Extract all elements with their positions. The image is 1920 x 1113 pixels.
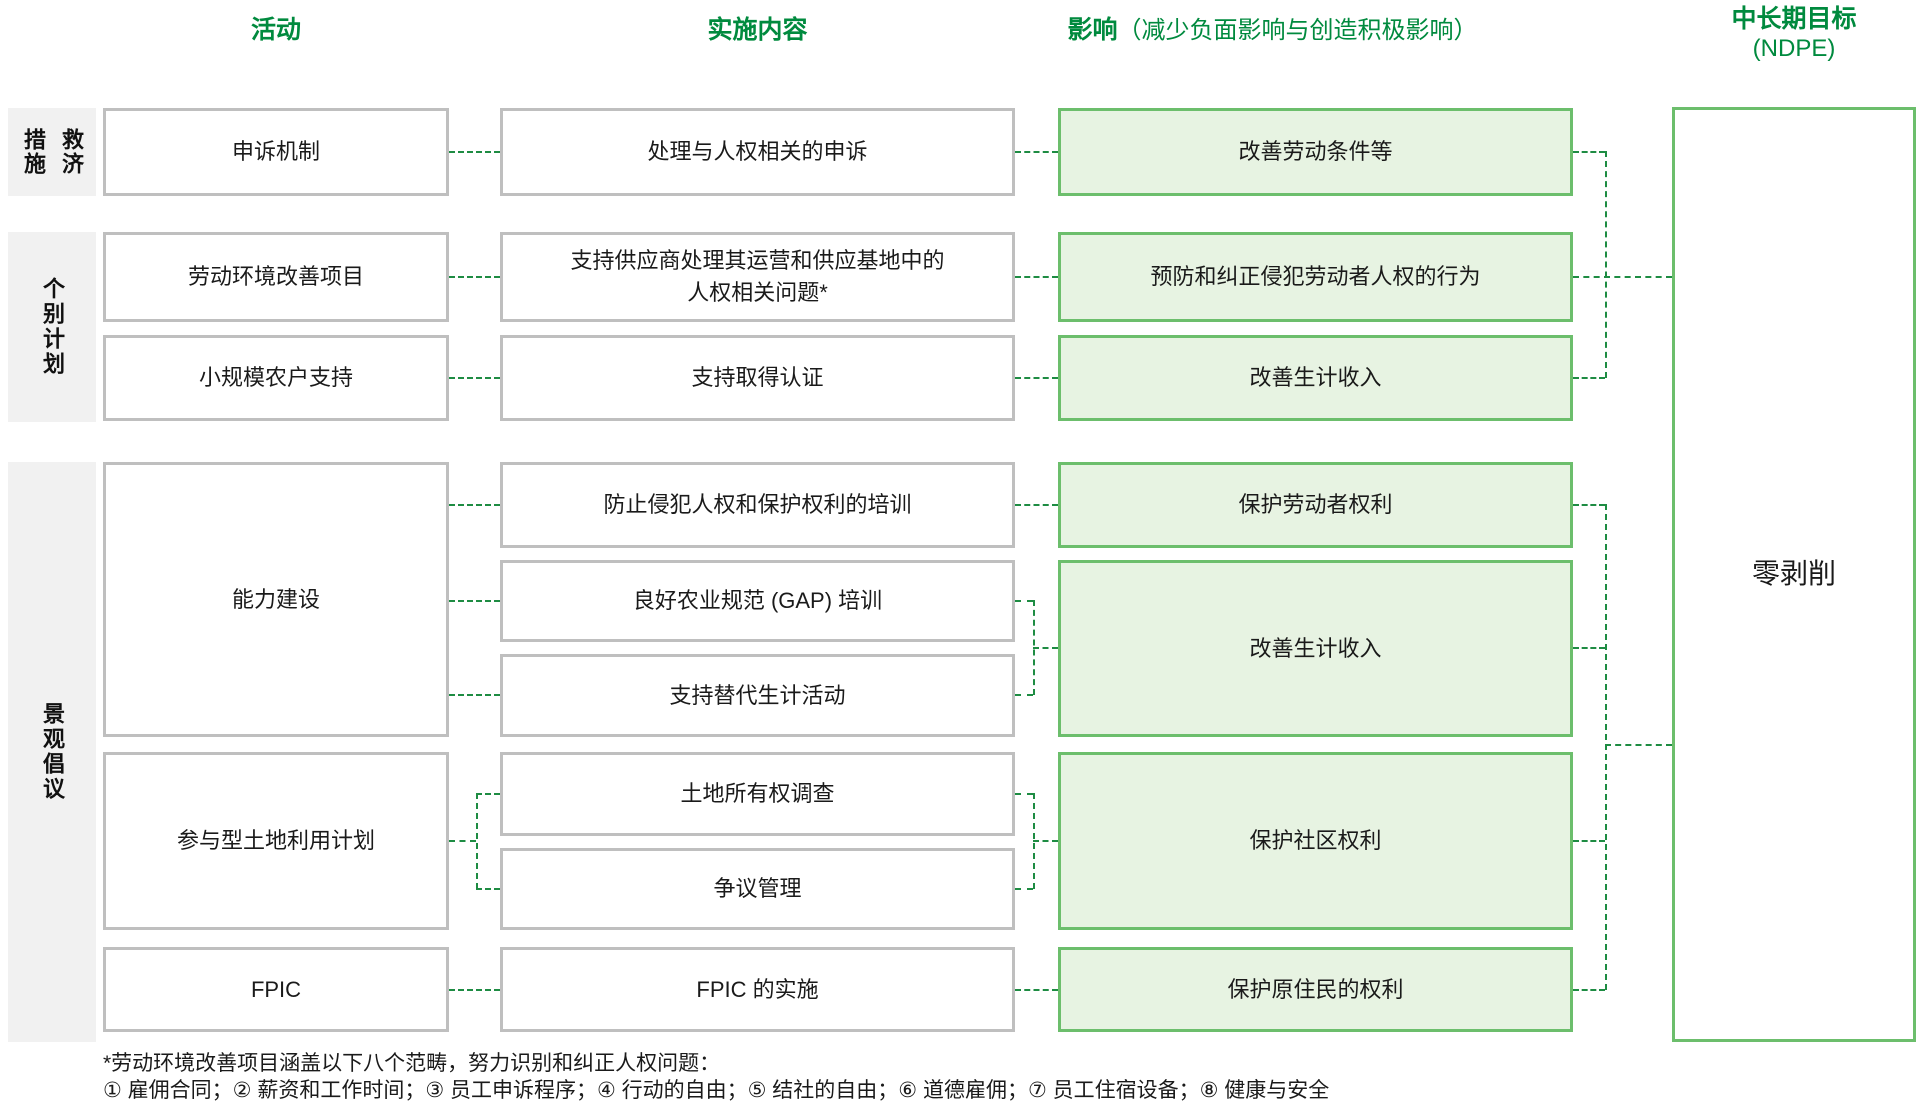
- impl-box-certification-support: 支持取得认证: [500, 335, 1015, 421]
- activity-box-labor-environment-project: 劳动环境改善项目: [103, 232, 449, 322]
- header-goal-title: 中长期目标: [1731, 5, 1857, 33]
- header-implementation: 实施内容: [707, 16, 808, 44]
- rail-individual-plans: 个别计划: [8, 232, 96, 422]
- impact-box-prevent-correct-violations: 预防和纠正侵犯劳动者人权的行为: [1058, 232, 1573, 322]
- rail-remedy-left: 措施: [21, 128, 46, 176]
- connector-bottom-group-bracket: [1605, 504, 1607, 990]
- rail-landscape-initiatives: 景观倡议: [8, 462, 96, 1042]
- rail-landscape-label: 景观倡议: [40, 702, 65, 802]
- connector-c6-stub: [1573, 840, 1605, 842]
- connector-bracket-b8: [476, 888, 500, 890]
- connector-top-group-bracket: [1605, 151, 1607, 378]
- impact-box-improve-labor-conditions: 改善劳动条件等: [1058, 108, 1573, 196]
- impl-box-fpic-implementation: FPIC 的实施: [500, 947, 1015, 1032]
- connector-b2-c2: [1015, 276, 1058, 278]
- activity-box-capacity-building: 能力建设: [103, 462, 449, 737]
- rail-remedy-right: 救济: [59, 128, 84, 176]
- footnote-line1: *劳动环境改善项目涵盖以下八个范畴，努力识别和纠正人权问题：: [103, 1052, 721, 1075]
- header-impact: 影响（减少负面影响与创造积极影响）: [1015, 14, 1530, 47]
- connector-b1-c1: [1015, 151, 1058, 153]
- connector-c5-stub: [1573, 647, 1605, 649]
- impl-box-handle-grievances: 处理与人权相关的申诉: [500, 108, 1015, 196]
- header-impact-main: 影响: [1067, 16, 1118, 44]
- header-impact-paren: （减少负面影响与创造积极影响）: [1117, 17, 1478, 44]
- footnote: *劳动环境改善项目涵盖以下八个范畴，努力识别和纠正人权问题： ① 雇佣合同；② …: [103, 1050, 1329, 1104]
- connector-a4-b6: [449, 694, 500, 696]
- rail-remedy-measures: 措施救济: [8, 108, 96, 196]
- connector-c1-stub: [1573, 151, 1605, 153]
- header-activities: 活动: [250, 16, 301, 44]
- connector-a1-b1: [449, 151, 500, 153]
- connector-b8-stub: [1015, 888, 1033, 890]
- impl-box-rights-training: 防止侵犯人权和保护权利的培训: [500, 462, 1015, 548]
- impl-box-gap-training: 良好农业规范 (GAP) 培训: [500, 560, 1015, 642]
- connector-a3-b3: [449, 377, 500, 379]
- connector-c2-goal: [1573, 276, 1672, 278]
- connector-c7-stub: [1573, 989, 1605, 991]
- impact-box-improve-livelihood-2: 改善生计收入: [1058, 560, 1573, 737]
- impl-box-alternative-livelihood: 支持替代生计活动: [500, 654, 1015, 737]
- connector-a6-b9: [449, 989, 500, 991]
- impact-box-protect-worker-rights: 保护劳动者权利: [1058, 462, 1573, 548]
- activity-box-fpic: FPIC: [103, 947, 449, 1032]
- header-goal-subtitle: (NDPE): [1752, 35, 1836, 62]
- connector-a5-bracket: [476, 793, 478, 889]
- connector-b9-c7: [1015, 989, 1058, 991]
- connector-b4-c4: [1015, 504, 1058, 506]
- connector-bracket-c5: [1033, 647, 1058, 649]
- connector-a4-b4: [449, 504, 500, 506]
- connector-b6-stub: [1015, 694, 1033, 696]
- connector-a5-stub: [449, 840, 476, 842]
- connector-a2-b2: [449, 276, 500, 278]
- footnote-line2: ① 雇佣合同；② 薪资和工作时间；③ 员工申诉程序；④ 行动的自由；⑤ 结社的自…: [103, 1079, 1330, 1102]
- rail-individual-label: 个别计划: [40, 277, 65, 377]
- impl-box-land-ownership-survey: 土地所有权调查: [500, 752, 1015, 836]
- activity-box-participatory-land-use: 参与型土地利用计划: [103, 752, 449, 930]
- impl-box-dispute-management: 争议管理: [500, 848, 1015, 930]
- connector-b7-stub: [1015, 793, 1033, 795]
- connector-c4-stub: [1573, 504, 1605, 506]
- impact-box-protect-indigenous-rights: 保护原住民的权利: [1058, 947, 1573, 1032]
- connector-b5-stub: [1015, 600, 1033, 602]
- header-goal: 中长期目标(NDPE): [1672, 4, 1916, 64]
- impact-box-protect-community-rights: 保护社区权利: [1058, 752, 1573, 930]
- impact-box-improve-livelihood-1: 改善生计收入: [1058, 335, 1573, 421]
- connector-c3-stub: [1573, 377, 1605, 379]
- goal-box-zero-exploitation: 零剥削: [1672, 107, 1916, 1042]
- connector-bracket-b7: [476, 793, 500, 795]
- connector-a4-b5: [449, 600, 500, 602]
- connector-b3-c3: [1015, 377, 1058, 379]
- impl-box-support-suppliers: 支持供应商处理其运营和供应基地中的 人权相关问题*: [500, 232, 1015, 322]
- connector-bracket-c6: [1033, 840, 1058, 842]
- connector-bottom-group-goal: [1605, 744, 1672, 746]
- activity-box-grievance-mechanism: 申诉机制: [103, 108, 449, 196]
- activity-box-smallholder-support: 小规模农户支持: [103, 335, 449, 421]
